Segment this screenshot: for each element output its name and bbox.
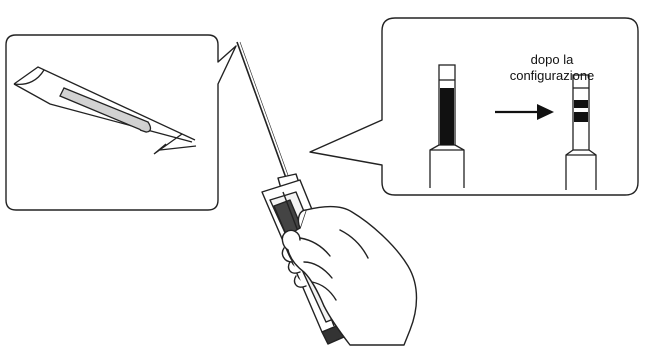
- caption-line-2: configurazione: [482, 68, 622, 84]
- after-configuration-caption: dopo la configurazione: [482, 52, 622, 84]
- needle-shaft: [237, 42, 289, 178]
- caption-line-1: dopo la: [482, 52, 622, 68]
